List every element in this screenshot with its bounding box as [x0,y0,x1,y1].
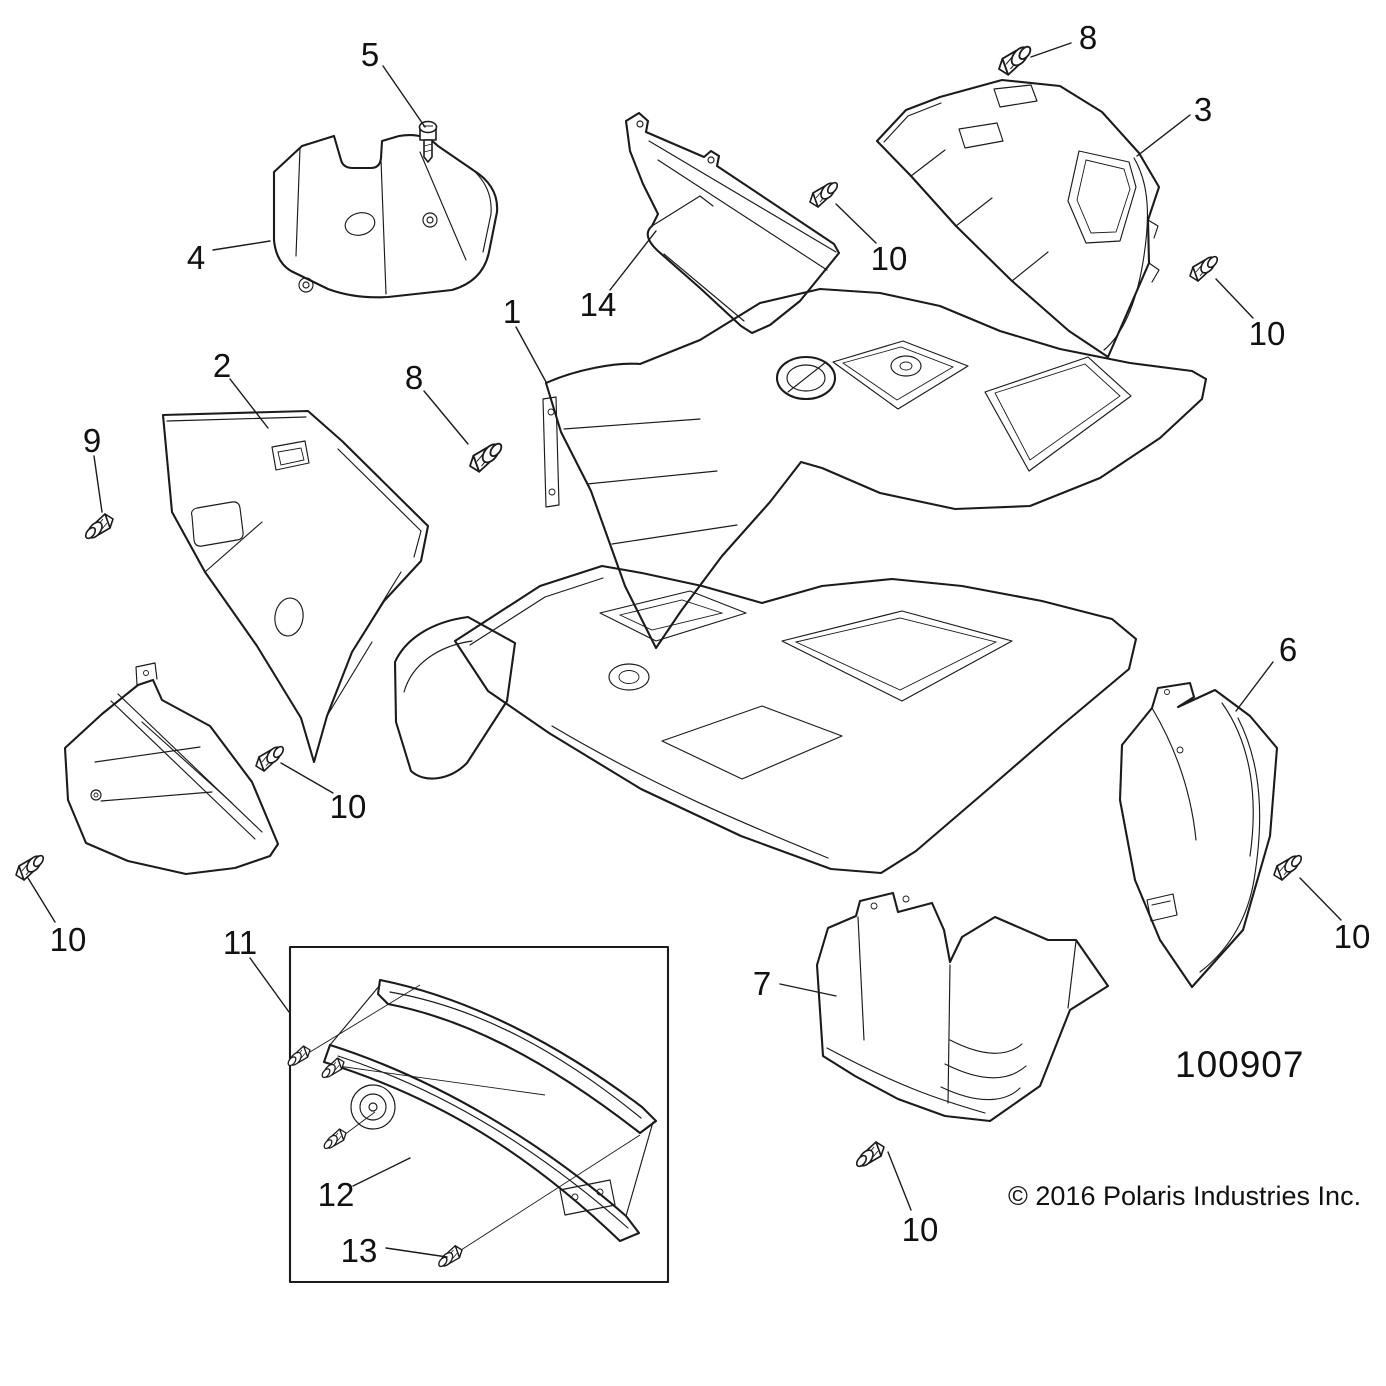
leader-10-e [27,877,56,923]
part-8-screw-top [998,43,1034,76]
leader-8-top [1030,42,1072,58]
callout-10-c: 10 [1334,918,1371,955]
copyright-line: © 2016 Polaris Industries Inc. [1008,1181,1361,1211]
leader-10-f [887,1151,912,1211]
callout-11: 11 [223,924,257,961]
callout-9: 9 [83,422,101,459]
part-2-drawing [161,409,430,764]
leader-7 [779,983,837,997]
callout-10-b: 10 [1249,315,1286,352]
part-6-drawing [1118,681,1279,989]
callout-14: 14 [580,286,617,323]
part-11-drawing [63,662,280,876]
callout-8-top: 8 [1079,19,1097,56]
callout-12: 12 [318,1176,355,1213]
leader-12 [352,1157,411,1187]
part-10-screw-a [809,179,840,208]
callout-10-d: 10 [330,788,367,825]
part-7-drawing [815,891,1110,1123]
figure-number: 100907 [1175,1044,1304,1085]
callout-5: 5 [361,36,379,73]
leader-8-mid [423,390,469,445]
leader-11 [249,957,290,1013]
callout-1: 1 [503,293,521,330]
callout-10-f: 10 [902,1211,939,1248]
callout-8-mid: 8 [405,359,423,396]
leader-10-d [280,762,334,794]
leader-2 [229,378,269,429]
leader-6 [1235,661,1274,712]
part-10-screw-b [1189,253,1220,282]
leader-10-a [835,203,877,244]
part-10-screw-e [1273,852,1304,881]
part-4-drawing [272,134,499,299]
part-14-drawing [624,111,841,335]
part-1-drawing [393,287,1208,875]
part-10-screw-c [255,743,286,772]
callout-6: 6 [1279,631,1297,668]
leader-1 [515,326,547,383]
leader-5 [382,65,426,128]
leader-9 [93,455,103,513]
part-10-screw-d [15,852,46,881]
callout-2: 2 [213,347,231,384]
part-8-screw-mid [469,440,505,473]
part-9-screw [83,513,114,542]
leader-14 [609,230,657,291]
callout-13: 13 [341,1232,378,1269]
callout-3: 3 [1194,91,1212,128]
part-3-drawing [875,78,1161,359]
callout-labels: 5 4 14 8 3 10 10 2 9 8 1 6 10 10 10 11 7… [50,19,1371,1269]
inset-detail-box [286,945,670,1284]
leader-10-c [1299,877,1342,921]
leader-10-b [1215,278,1254,319]
leader-13 [385,1247,448,1258]
leader-4 [212,240,271,251]
callout-10-a: 10 [871,240,908,277]
part-10-screw-f [854,1141,885,1170]
part-12-screw-3 [322,1128,347,1151]
callout-4: 4 [187,239,205,276]
leader-lines [27,42,1342,1258]
part-12-drawing [286,978,658,1253]
callout-10-e: 10 [50,921,87,958]
callout-7: 7 [753,965,771,1002]
part-13-screw-drawing [436,1245,463,1269]
leader-3 [1136,114,1191,157]
